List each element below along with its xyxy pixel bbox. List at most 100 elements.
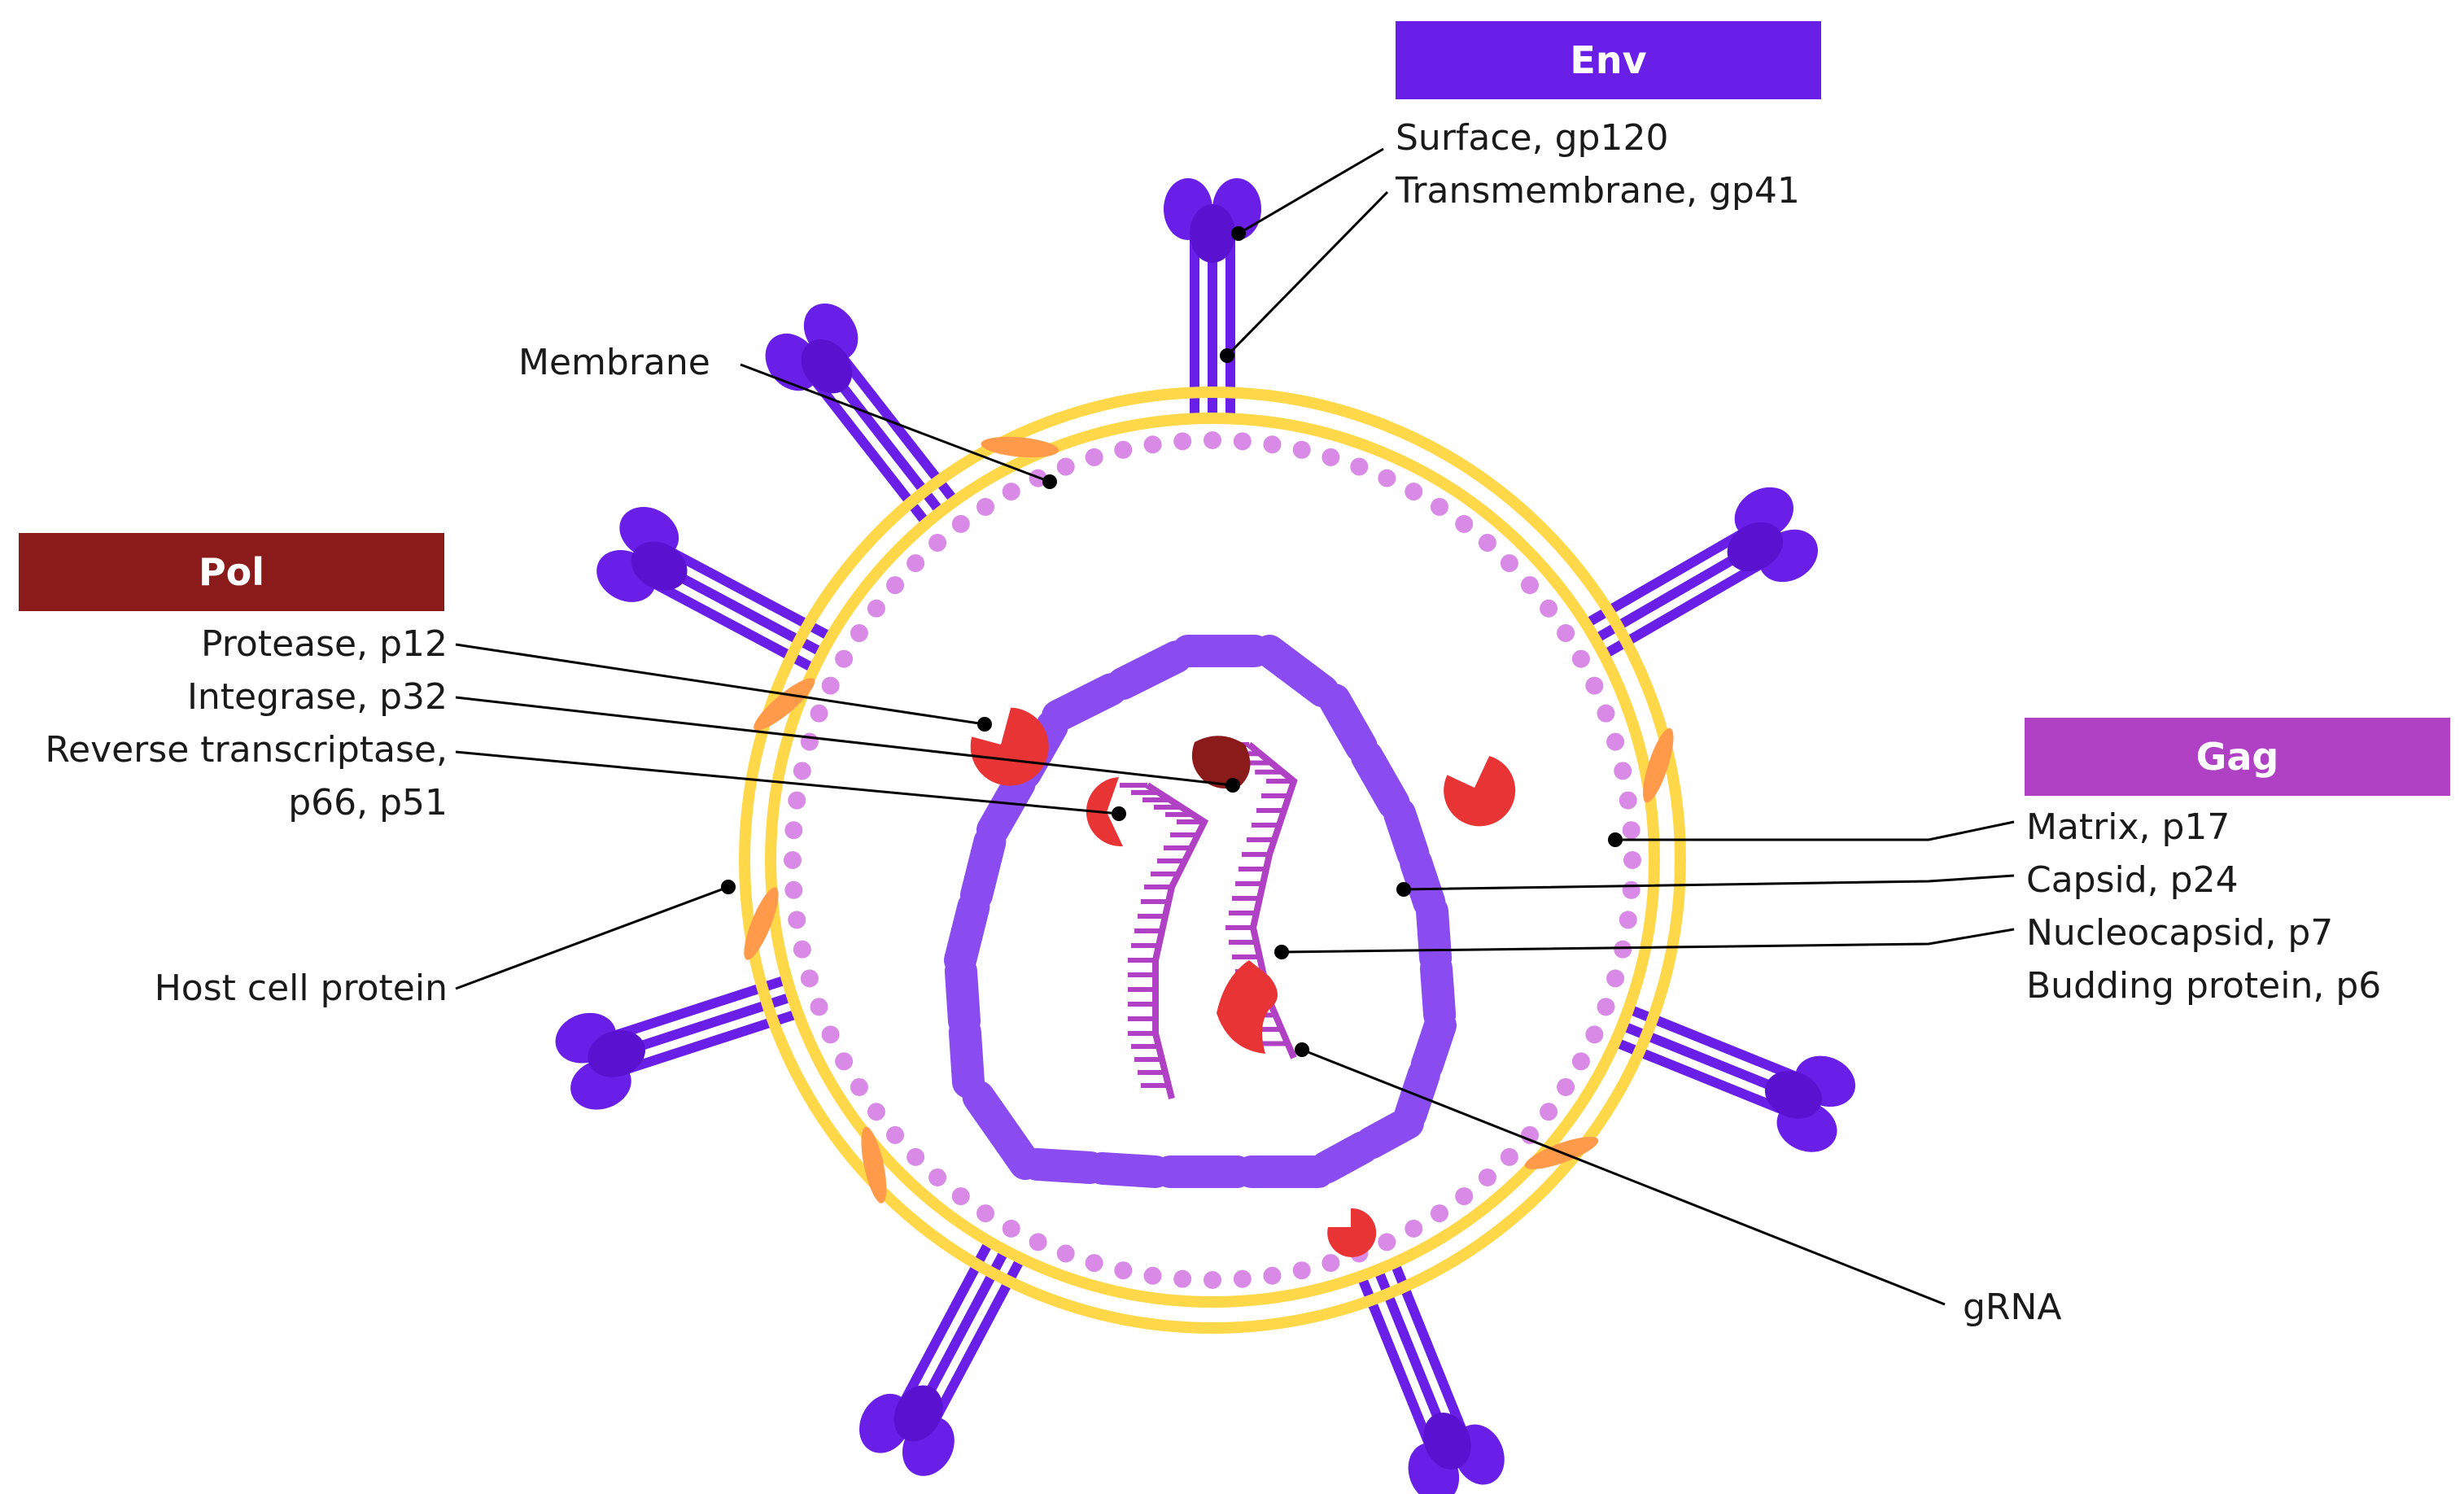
matrix-bead	[886, 1125, 905, 1144]
capsid-segment	[1042, 673, 1128, 732]
matrix-bead	[1173, 432, 1192, 451]
label-host-cell-protein: Host cell protein	[154, 968, 448, 1009]
matrix-bead	[976, 497, 995, 516]
spike-stalk	[1581, 518, 1763, 630]
matrix-bead	[1614, 940, 1632, 959]
matrix-bead	[793, 940, 811, 959]
gp120-lobe	[1764, 1071, 1822, 1119]
spike-stalk	[594, 974, 791, 1046]
leader-capsid	[1403, 874, 2015, 891]
matrix-bead	[1350, 457, 1369, 476]
matrix-bead	[1002, 483, 1020, 501]
enzymes	[970, 707, 1516, 1257]
matrix-bead	[850, 624, 868, 643]
label-rt-line2: p66, p51	[288, 782, 448, 823]
matrix-bead	[1478, 534, 1496, 553]
matrix-bead	[835, 649, 854, 668]
leader-integrase	[455, 696, 1234, 787]
capsid-segment	[1253, 635, 1339, 708]
matrix-bead	[1455, 1187, 1474, 1206]
spike-stalk	[1389, 1259, 1474, 1452]
matrix-bead	[1378, 1233, 1396, 1252]
matrix-bead	[1455, 514, 1474, 533]
matrix-bead	[1597, 704, 1615, 723]
matrix-bead	[1520, 576, 1539, 595]
matrix-bead	[821, 676, 840, 695]
env-spike	[858, 1237, 1027, 1476]
matrix-bead	[1378, 469, 1396, 487]
matrix-bead	[1622, 821, 1640, 840]
label-protease: Protease, p12	[201, 623, 448, 665]
capsid-segment	[1400, 846, 1446, 920]
matrix-bead	[1143, 1266, 1162, 1285]
matrix-bead	[1430, 1204, 1448, 1223]
matrix-bead	[1143, 435, 1162, 454]
spike-stalk	[605, 1008, 802, 1081]
matrix-bead	[1520, 1125, 1539, 1144]
label-transmembrane: Transmembrane, gp41	[1396, 170, 1800, 212]
matrix-bead	[1292, 1261, 1311, 1280]
matrix-bead	[1029, 1233, 1047, 1252]
grna-backbone	[1145, 782, 1209, 1099]
matrix-bead	[793, 762, 811, 780]
label-integrase: Integrase, p32	[186, 676, 448, 718]
matrix-bead	[1263, 1266, 1282, 1285]
matrix-bead	[1557, 624, 1575, 643]
grna-backbone	[1247, 741, 1298, 1059]
matrix-bead	[1500, 554, 1518, 573]
matrix-bead	[810, 704, 828, 723]
matrix-bead	[1263, 435, 1282, 454]
matrix-bead	[1056, 1244, 1075, 1263]
matrix-bead	[951, 514, 970, 533]
matrix-bead	[1606, 969, 1625, 988]
matrix-bead	[928, 534, 947, 553]
capsid-segment	[1107, 640, 1193, 700]
capsid-segment	[944, 890, 990, 976]
label-grna: gRNA	[1963, 1286, 2062, 1328]
capsid-segment	[1420, 952, 1457, 1032]
gp120-lobe	[1423, 1412, 1471, 1470]
matrix-bead	[800, 969, 819, 988]
protease-enzyme	[970, 707, 1049, 786]
matrix-bead	[1085, 1254, 1103, 1273]
env-header: Env	[1396, 21, 1821, 99]
label-matrix: Matrix, p17	[2026, 806, 2230, 848]
matrix-bead	[1002, 1219, 1020, 1238]
label-budding: Budding protein, p6	[2026, 965, 2382, 1007]
leader-protease	[455, 643, 985, 726]
spike-stalk	[634, 570, 819, 675]
gp120-lobe	[631, 541, 688, 591]
matrix-bead	[788, 911, 806, 929]
matrix-bead	[1056, 457, 1075, 476]
capsid-segment	[948, 1016, 985, 1099]
spike-stalk	[642, 553, 828, 658]
matrix-bead	[1405, 1219, 1423, 1238]
matrix-bead	[886, 576, 905, 595]
label-membrane: Membrane	[518, 342, 710, 383]
matrix-bead	[1540, 1103, 1558, 1121]
leader-transmembrane	[1225, 190, 1389, 357]
matrix-bead	[907, 1147, 925, 1166]
spike-stalk	[599, 991, 797, 1064]
matrix-bead	[1500, 1147, 1518, 1166]
spike-stalk	[1225, 217, 1235, 421]
free-enzyme	[1444, 756, 1516, 827]
matrix-bead	[1114, 1261, 1133, 1280]
matrix-bead	[1292, 440, 1311, 459]
spike-stalk	[1208, 217, 1217, 421]
matrix-bead	[1322, 448, 1340, 466]
matrix-bead	[784, 821, 803, 840]
matrix-bead	[951, 1187, 970, 1206]
env-spike	[596, 506, 836, 675]
matrix-bead	[1623, 851, 1641, 869]
capsid-segment	[1086, 1151, 1172, 1188]
matrix-bead	[788, 791, 806, 810]
matrix-bead	[1430, 497, 1448, 516]
matrix-bead	[1322, 1254, 1340, 1273]
matrix-bead	[1085, 448, 1103, 466]
matrix-bead	[867, 1103, 885, 1121]
matrix-bead	[1114, 440, 1133, 459]
leader-lines	[455, 147, 2015, 1306]
spike-stalk	[1590, 534, 1772, 645]
